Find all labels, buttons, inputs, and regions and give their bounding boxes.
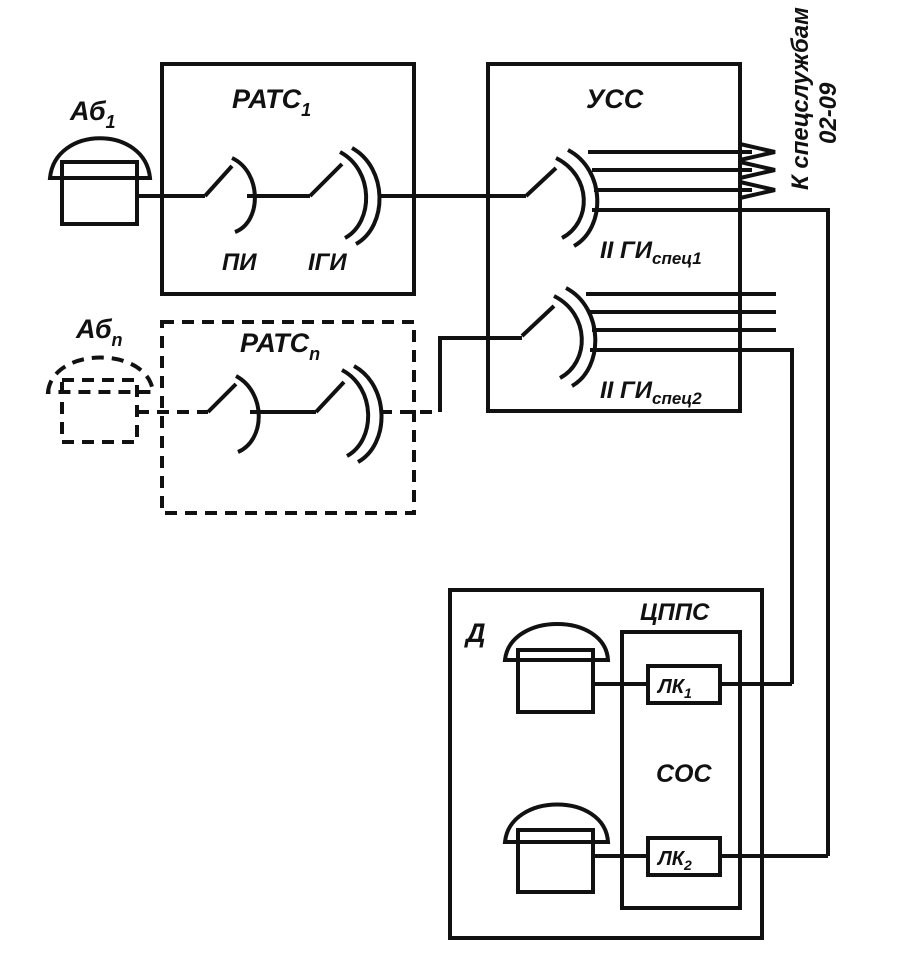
rats-1-label: РАТС1 xyxy=(232,84,311,120)
tspps-box xyxy=(620,630,742,910)
sos-label: СОС xyxy=(656,760,713,788)
operator-phone-2-icon xyxy=(502,802,611,894)
rats-1-box xyxy=(160,62,416,296)
pi-label: ПИ xyxy=(222,249,257,276)
svg-text:02-09: 02-09 xyxy=(815,82,842,144)
to-special-services-label: К спецслужбам 02-09 xyxy=(787,7,842,190)
iigi-spec1-label: II ГИспец1 xyxy=(600,237,702,268)
rats-n-label: РАТСn xyxy=(240,328,320,364)
line-ratsn-to-uss xyxy=(438,336,522,412)
operator-phone-1-icon xyxy=(502,622,611,714)
rats-n-box xyxy=(160,320,416,515)
subscriber-n-phone-icon xyxy=(45,355,156,444)
svg-text:К спецслужбам: К спецслужбам xyxy=(787,7,814,190)
igi-switch-icon xyxy=(308,146,382,246)
uss-box xyxy=(486,62,742,413)
lk2-label: ЛК2 xyxy=(656,848,692,873)
igi-label: IГИ xyxy=(308,249,347,276)
pi-n-switch-icon xyxy=(206,374,261,454)
subscriber-1-label: Аб1 xyxy=(69,96,116,132)
iigi-spec2-switch-icon xyxy=(520,286,794,684)
d-label: Д xyxy=(464,618,486,648)
iigi-spec1-switch-icon xyxy=(524,148,830,856)
subscriber-n-label: Абn xyxy=(75,314,123,350)
lk1-label: ЛК1 xyxy=(656,676,692,701)
arrow-icon-group xyxy=(739,142,776,200)
iigi-spec2-label: II ГИспец2 xyxy=(600,377,702,408)
tspps-label: ЦППС xyxy=(640,599,710,626)
uss-label: УСС xyxy=(586,84,644,114)
d-box xyxy=(448,588,764,940)
igi-n-switch-icon xyxy=(314,364,384,464)
subscriber-1-phone-icon xyxy=(47,136,153,226)
